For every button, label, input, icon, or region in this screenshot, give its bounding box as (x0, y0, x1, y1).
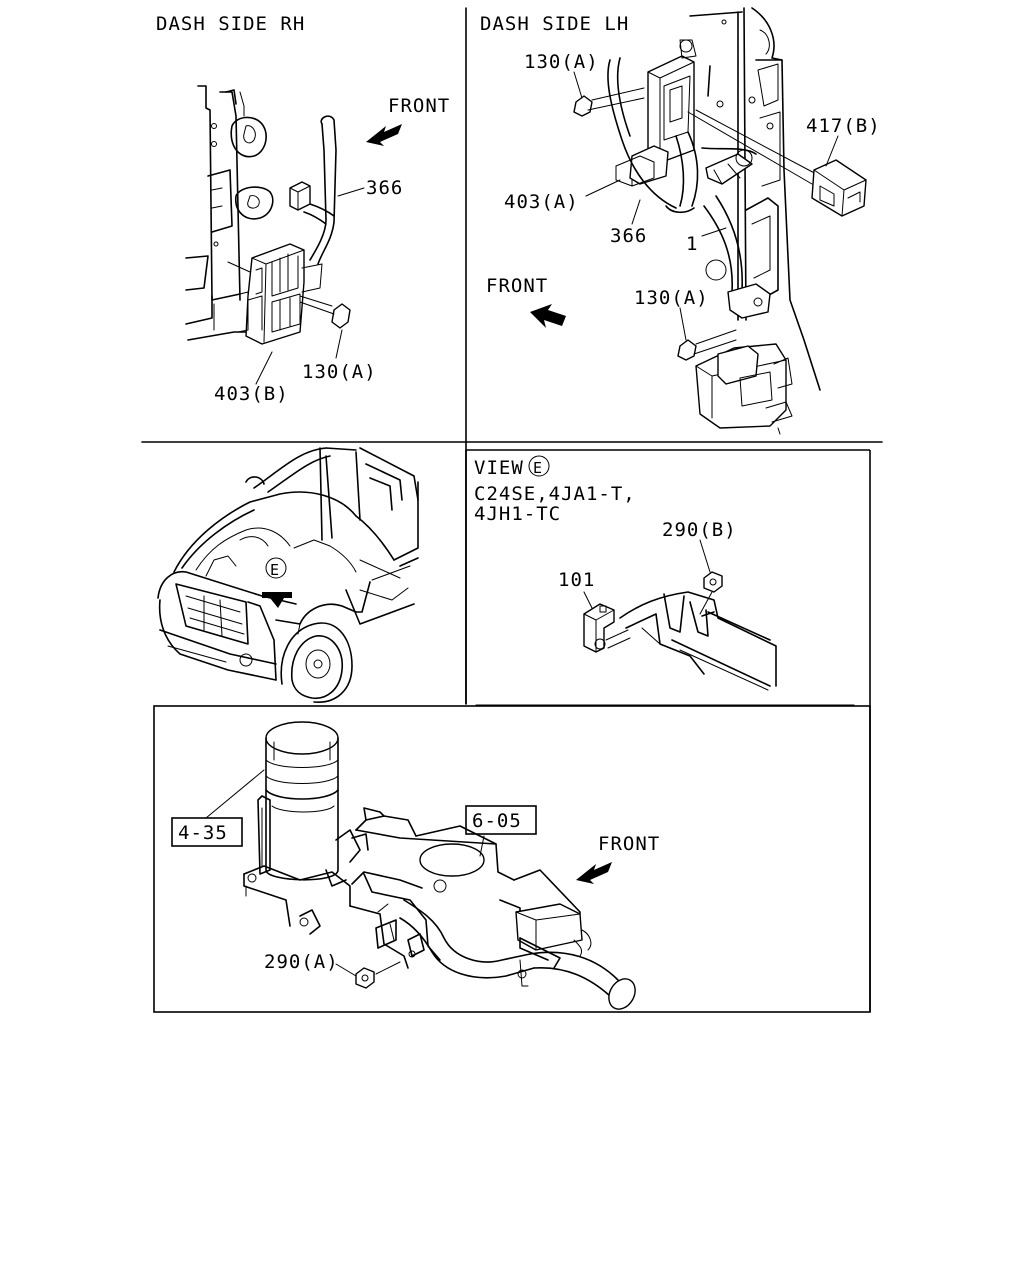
callout-1: 1 (686, 233, 698, 255)
front-label-lh: FRONT (486, 275, 548, 297)
front-label-air-cleaner: FRONT (598, 833, 660, 855)
front-arrow-icon (366, 124, 402, 146)
view-marker-e: E (270, 561, 280, 579)
callout-130a-rh: 130(A) (302, 361, 377, 383)
panel-view-e: VIEW E C24SE,4JA1-T, 4JH1-TC 290(B) 101 (474, 455, 777, 691)
ref-label-6-05: 6-05 (472, 810, 522, 832)
panel-dividers (141, 7, 883, 1013)
panel-title-rh: DASH SIDE RH (156, 13, 305, 35)
callout-290a: 290(A) (264, 951, 339, 973)
view-title-marker-circle (528, 455, 550, 477)
callout-403b: 403(B) (214, 383, 289, 405)
callout-403a: 403(A) (504, 191, 579, 213)
view-title: VIEW (474, 457, 524, 479)
view-marker-circle (265, 557, 287, 579)
panel-dash-side-lh: DASH SIDE LH FRONT (480, 7, 881, 435)
front-label-rh: FRONT (388, 95, 450, 117)
callout-101: 101 (558, 569, 595, 591)
callout-417b: 417(B) (806, 115, 881, 137)
ref-box-4-35 (171, 817, 243, 847)
front-arrow-icon (576, 862, 612, 884)
view-title-marker: E (533, 459, 543, 477)
front-arrow-icon (530, 304, 566, 328)
panel-title-lh: DASH SIDE LH (480, 13, 629, 35)
callout-366-lh: 366 (610, 225, 647, 247)
callout-290b: 290(B) (662, 519, 737, 541)
ref-box-6-05 (465, 805, 537, 835)
panel-air-cleaner: 4-35 6-05 FRONT (171, 721, 660, 1010)
callout-130a-lh-bottom: 130(A) (634, 287, 709, 309)
panel-dash-side-rh: DASH SIDE RH FRONT (156, 13, 450, 405)
ref-label-4-35: 4-35 (178, 822, 228, 844)
callout-130a-lh-top: 130(A) (524, 51, 599, 73)
engine-list-line2: 4JH1-TC (474, 503, 561, 525)
panel-vehicle-overview: E (157, 447, 419, 703)
callout-366-rh: 366 (366, 177, 403, 199)
engine-list-line1: C24SE,4JA1-T, (474, 483, 636, 505)
